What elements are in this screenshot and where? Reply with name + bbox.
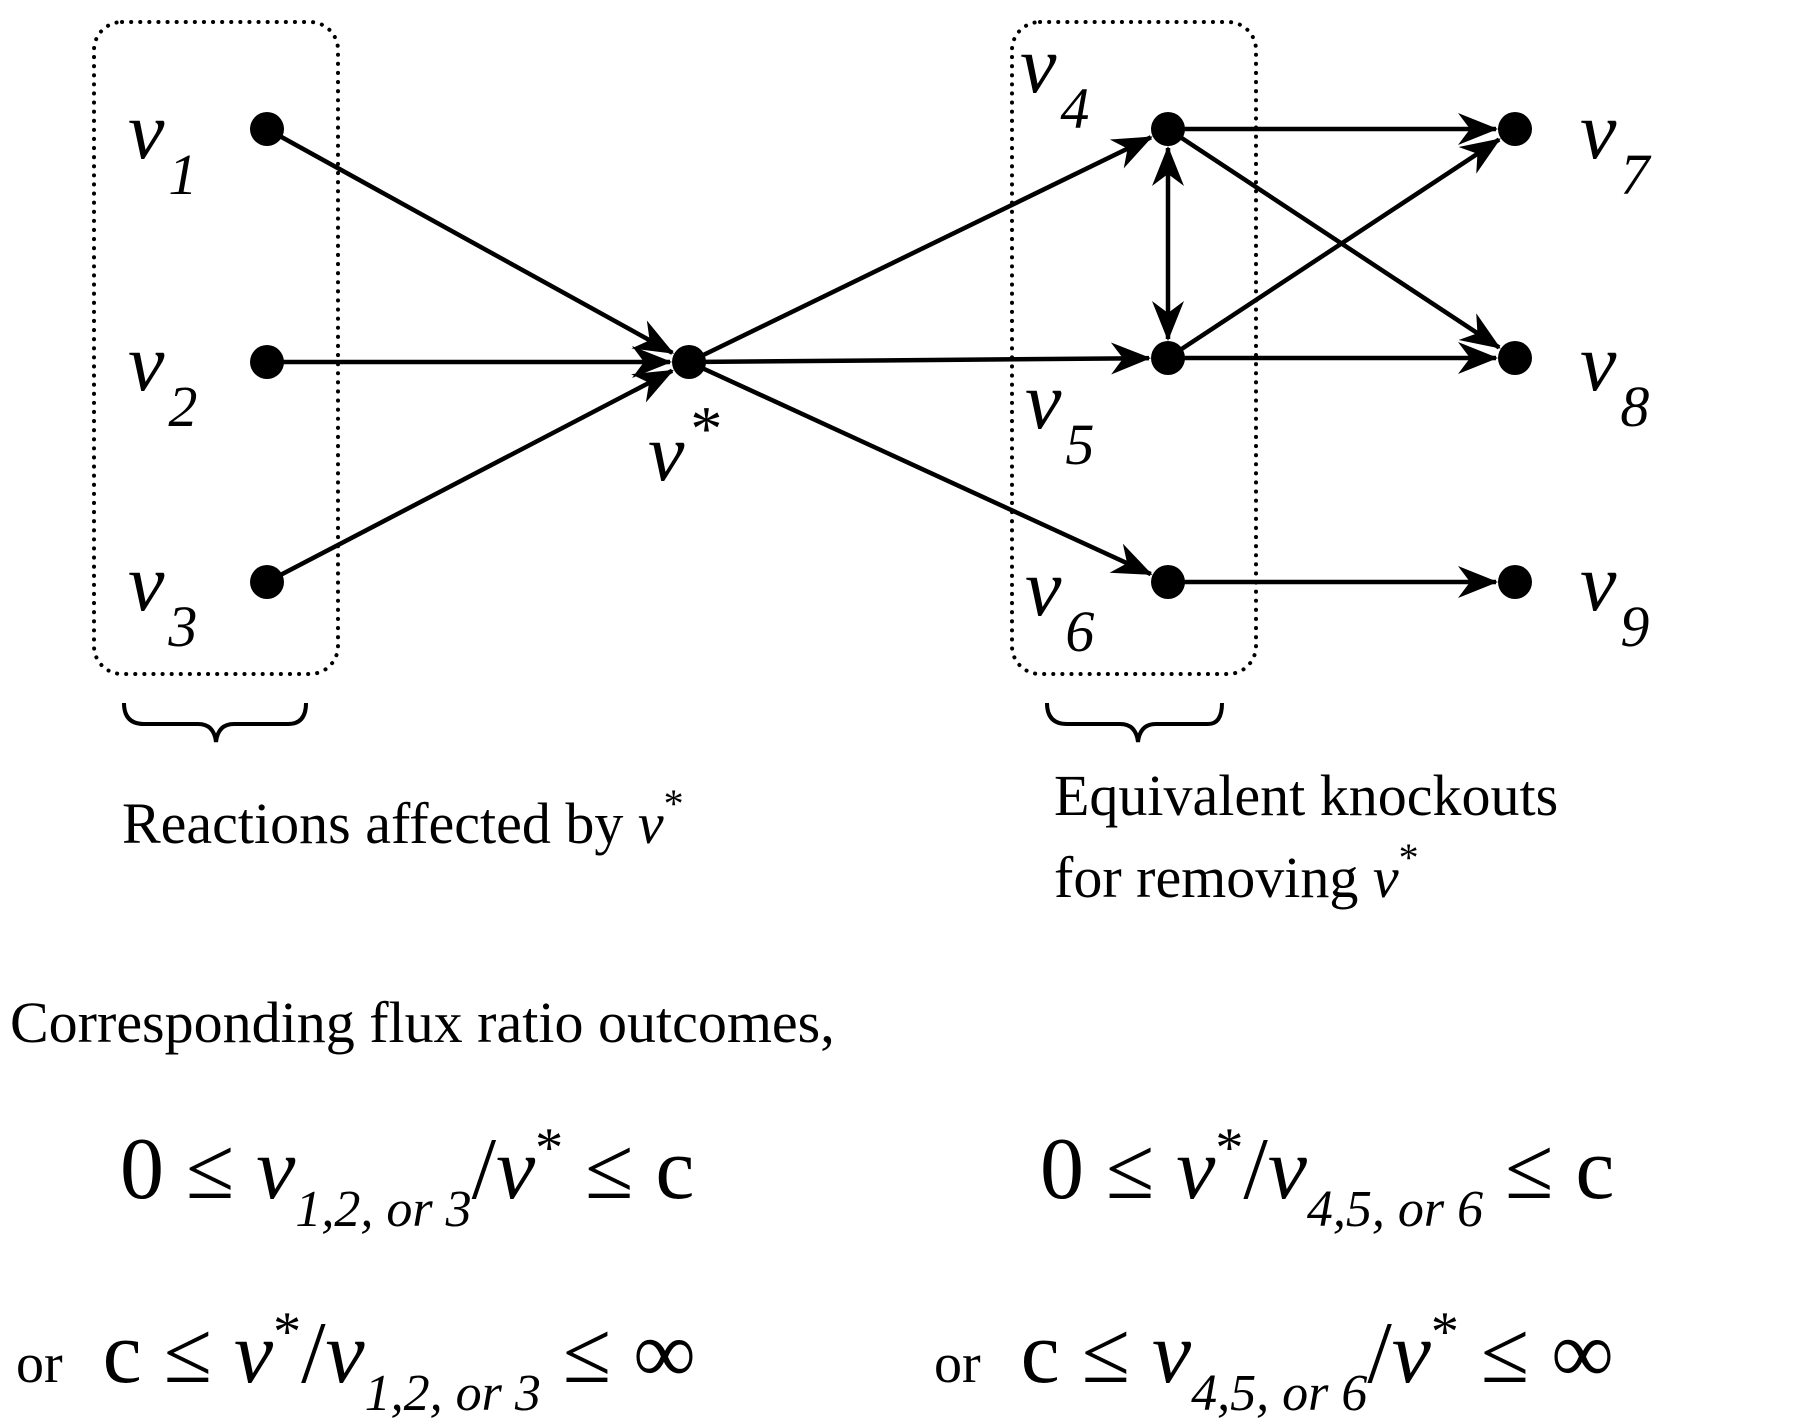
node-v8 bbox=[1498, 341, 1532, 375]
node-v7 bbox=[1498, 112, 1532, 146]
edge-v3-vstar bbox=[265, 368, 674, 584]
edge-vstar-v4 bbox=[688, 135, 1153, 365]
label-v2: v2 bbox=[128, 317, 197, 439]
node-v6 bbox=[1151, 565, 1185, 599]
label-v4: v4 bbox=[1020, 19, 1089, 141]
label-v6: v6 bbox=[1025, 542, 1094, 664]
group-box-affected bbox=[92, 20, 340, 676]
edge-v4-v8 bbox=[1166, 127, 1501, 350]
outcomes-heading: Corresponding flux ratio outcomes, bbox=[10, 990, 835, 1055]
caption-affected: Reactions affected by v* bbox=[122, 781, 684, 856]
label-vstar: v* bbox=[648, 393, 722, 498]
node-v3 bbox=[250, 565, 284, 599]
edge-v1-vstar bbox=[265, 127, 675, 355]
label-v1: v1 bbox=[128, 85, 197, 207]
node-v2 bbox=[250, 345, 284, 379]
group-box-equivalent bbox=[1010, 20, 1258, 676]
caption-equivalent-line2: for removing v* bbox=[1054, 835, 1419, 910]
label-v5: v5 bbox=[1025, 355, 1094, 477]
edges-layer bbox=[265, 113, 1501, 598]
edge-v5-v7 bbox=[1166, 137, 1501, 360]
label-v8: v8 bbox=[1580, 317, 1649, 439]
node-v9 bbox=[1498, 565, 1532, 599]
label-v3: v3 bbox=[128, 537, 197, 659]
equation-2: 0 ≤ v*/v4,5, or 6 ≤ c bbox=[1040, 1117, 1614, 1238]
caption-equivalent-line1: Equivalent knockouts bbox=[1054, 763, 1558, 828]
equation-1: 0 ≤ v1,2, or 3/v* ≤ c bbox=[120, 1117, 694, 1238]
node-v5 bbox=[1151, 341, 1185, 375]
label-v7: v7 bbox=[1580, 85, 1651, 207]
node-vstar bbox=[672, 345, 706, 379]
label-v9: v9 bbox=[1580, 537, 1649, 659]
edge-vstar-v5 bbox=[688, 342, 1152, 375]
edge-vstar-v6 bbox=[688, 359, 1153, 577]
nodes-layer: v1 v2 v3 v* v4 v5 v6 v7 v8 v9 bbox=[128, 19, 1651, 664]
brace-equivalent bbox=[1045, 702, 1224, 743]
brace-affected bbox=[122, 702, 308, 743]
node-v4 bbox=[1151, 112, 1185, 146]
node-v1 bbox=[250, 112, 284, 146]
